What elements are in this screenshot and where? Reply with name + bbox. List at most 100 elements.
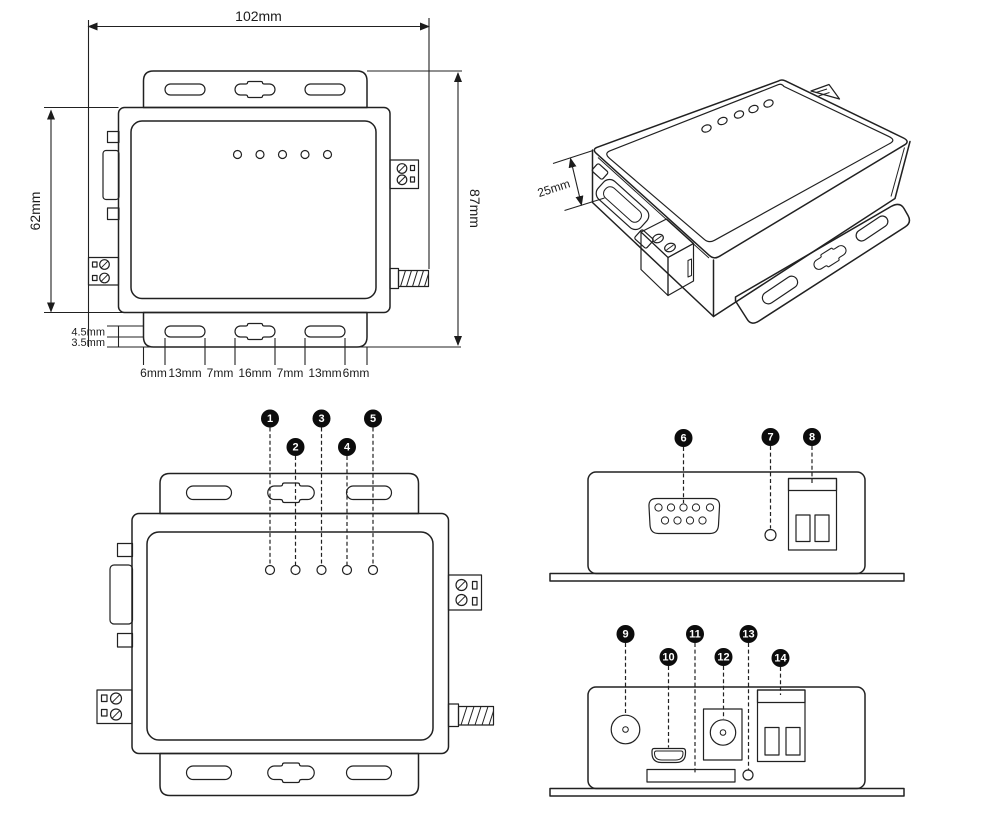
segment-dimension-label: 6mm — [140, 366, 167, 380]
callout-12: 12 — [714, 648, 733, 666]
iso-top-face — [593, 79, 908, 259]
svg-text:12: 12 — [717, 652, 729, 664]
svg-text:14: 14 — [774, 653, 787, 665]
callout-7: 7 — [761, 428, 780, 446]
iso-mounting-flange — [734, 203, 911, 324]
callout-8: 8 — [803, 428, 821, 446]
micro-usb-port — [651, 747, 687, 764]
mounting-slot — [761, 275, 799, 305]
segment-dimension-label: 16mm — [238, 366, 271, 380]
width-dimension-label: 102mm — [235, 8, 282, 24]
power-terminal-block — [389, 159, 420, 190]
svg-text:4: 4 — [344, 442, 351, 454]
bottom-mounting-flange — [142, 311, 368, 348]
bottom-mounting-flange — [159, 752, 420, 797]
svg-text:3: 3 — [318, 413, 324, 425]
dimension-87mm: 87mm — [367, 70, 483, 346]
dimension-bottom-segments: 6mm 13mm 7mm 16mm 7mm 13mm 6mm — [140, 338, 369, 380]
iso-right-face — [712, 140, 911, 318]
dimension-flange-detail: 4.5mm 3.5mm — [71, 325, 461, 349]
callout-14: 14 — [771, 649, 790, 667]
segment-dimension-label: 6mm — [343, 366, 370, 380]
svg-text:7: 7 — [767, 432, 773, 444]
mounting-slot — [164, 83, 206, 96]
svg-text:11: 11 — [689, 629, 701, 641]
device-body — [117, 106, 391, 314]
segment-dimension-label: 7mm — [277, 366, 304, 380]
svg-text:13: 13 — [742, 629, 754, 641]
dimension-62mm: 62mm — [27, 106, 144, 314]
power-side-panel-view: 9 10 11 12 13 14 — [549, 625, 905, 797]
device-lid-panel — [146, 531, 434, 741]
terminal-block-side — [96, 689, 133, 725]
mounting-slot — [345, 485, 393, 501]
db9-serial-port — [648, 497, 721, 535]
svg-text:1: 1 — [267, 413, 273, 425]
db9-connector-side — [109, 542, 134, 648]
antenna-sma-connector — [610, 714, 641, 745]
mounting-slot — [185, 765, 233, 781]
mounting-slot — [304, 325, 346, 338]
mounting-cross-slot — [267, 482, 315, 504]
segment-dimension-label: 13mm — [308, 366, 341, 380]
base-plate — [549, 572, 905, 582]
mounting-cross-slot — [267, 762, 315, 784]
mounting-cross-slot — [234, 80, 276, 99]
db9-connector-side — [102, 130, 120, 221]
callout-13: 13 — [739, 625, 758, 643]
db9-connector-iso — [591, 163, 654, 249]
led-indicators — [232, 149, 333, 160]
callout-5: 5 — [364, 409, 382, 428]
indicator-button — [764, 528, 777, 542]
dimension-25mm: 25mm — [536, 149, 605, 212]
body-height-dimension-label: 62mm — [27, 192, 43, 231]
svg-text:9: 9 — [622, 629, 628, 641]
led-indicators — [264, 564, 379, 576]
mounting-slot — [345, 765, 393, 781]
base-plate — [549, 787, 905, 797]
iso-height-dimension-label: 25mm — [536, 176, 572, 200]
screw-terminal-block — [756, 689, 806, 763]
callout-2: 2 — [286, 438, 305, 456]
callout-9: 9 — [616, 625, 635, 643]
slot-height-dimension-label: 4.5mm — [71, 327, 105, 339]
callout-10: 10 — [659, 648, 678, 666]
callout-4: 4 — [338, 438, 356, 456]
dimension-102mm: 102mm — [87, 8, 430, 347]
top-mounting-flange — [159, 472, 420, 515]
iso-front-face — [591, 149, 715, 318]
segment-dimension-label: 13mm — [168, 366, 201, 380]
power-terminal-block — [447, 574, 483, 611]
svg-text:2: 2 — [292, 442, 298, 454]
svg-text:5: 5 — [370, 413, 376, 425]
mounting-cross-slot — [810, 241, 850, 274]
svg-text:8: 8 — [809, 432, 815, 444]
callout-3: 3 — [312, 409, 331, 428]
terminal-block-iso — [640, 218, 695, 297]
antenna-connector — [447, 703, 495, 728]
callout-1: 1 — [261, 409, 279, 428]
mounting-slot — [185, 485, 233, 501]
side-panel — [587, 471, 866, 575]
svg-text:10: 10 — [662, 652, 674, 664]
antenna-connector — [389, 267, 430, 290]
serial-side-panel-view: 6 7 8 — [549, 428, 905, 582]
callout-6: 6 — [674, 429, 693, 447]
svg-text:6: 6 — [680, 433, 686, 445]
dc-power-jack — [702, 708, 743, 761]
mounting-slot — [164, 325, 206, 338]
side-panel — [587, 686, 866, 790]
overall-height-dimension-label: 87mm — [467, 189, 483, 228]
sim-card-slot — [646, 768, 736, 783]
terminal-block-side — [87, 256, 120, 286]
callout-11: 11 — [686, 625, 704, 643]
flange-lip-dimension-label: 3.5mm — [71, 337, 105, 349]
led-indicators — [701, 99, 774, 133]
rear-flange-tab — [810, 83, 841, 100]
segment-dimension-label: 7mm — [207, 366, 234, 380]
isometric-view: 25mm — [536, 79, 911, 324]
reset-button — [742, 769, 754, 781]
top-mounting-flange — [142, 70, 368, 109]
